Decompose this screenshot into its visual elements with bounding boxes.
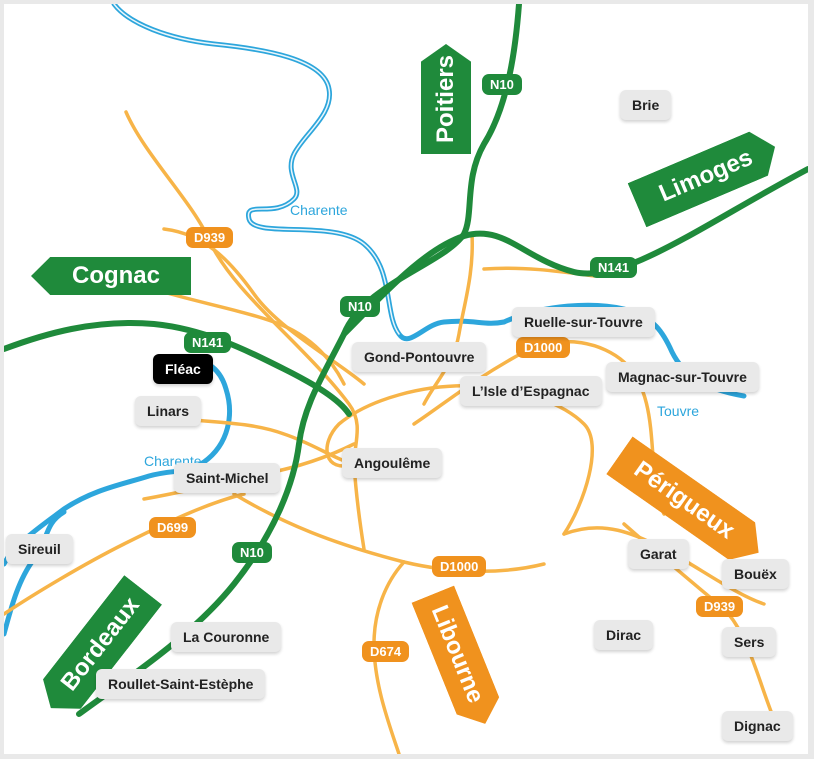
place-bouex[interactable]: Bouëx	[722, 559, 789, 589]
road-badge-n10-north: N10	[482, 74, 522, 95]
place-roullet-saint-estephe[interactable]: Roullet-Saint-Estèphe	[96, 669, 266, 699]
place-isle-espagnac[interactable]: L’Isle d’Espagnac	[460, 376, 602, 406]
road-badge-n10-center: N10	[340, 296, 380, 317]
road-badge-d699: D699	[149, 517, 197, 538]
place-fleac[interactable]: Fléac	[153, 354, 213, 384]
road-badge-d1000-north: D1000	[516, 337, 571, 358]
river-label-charente-north: Charente	[290, 202, 348, 218]
direction-poitiers-label: Poitiers	[432, 54, 459, 144]
place-angouleme[interactable]: Angoulême	[342, 448, 443, 478]
road-badge-n141-east: N141	[590, 257, 638, 278]
place-gond-pontouvre[interactable]: Gond-Pontouvre	[352, 342, 487, 372]
place-magnac-sur-touvre[interactable]: Magnac-sur-Touvre	[606, 362, 759, 392]
road-badge-d939-north: D939	[186, 227, 234, 248]
place-linars[interactable]: Linars	[135, 396, 202, 426]
road-badge-n10-south: N10	[232, 542, 272, 563]
d699-road	[4, 492, 246, 616]
place-dirac[interactable]: Dirac	[594, 620, 654, 650]
place-dignac[interactable]: Dignac	[722, 711, 793, 741]
road-badge-d674: D674	[362, 641, 410, 662]
river-label-touvre: Touvre	[657, 403, 700, 419]
road-badge-d939-south: D939	[696, 596, 744, 617]
road-badge-n141-west: N141	[184, 332, 232, 353]
n141-road-east	[341, 166, 808, 337]
n10-road	[76, 4, 522, 717]
minor-road-gond	[422, 232, 475, 406]
place-garat[interactable]: Garat	[628, 539, 689, 569]
map-frame: Poitiers Limoges Cognac Périgueux Bordea…	[4, 4, 808, 754]
place-sireuil[interactable]: Sireuil	[6, 534, 73, 564]
place-brie[interactable]: Brie	[620, 90, 672, 120]
direction-cognac-label: Cognac	[71, 262, 160, 289]
d939-road-north	[124, 110, 360, 466]
road-badge-d1000-south: D1000	[432, 556, 487, 577]
place-sers[interactable]: Sers	[722, 627, 777, 657]
place-saint-michel[interactable]: Saint-Michel	[174, 463, 281, 493]
place-ruelle-sur-touvre[interactable]: Ruelle-sur-Touvre	[512, 307, 655, 337]
place-la-couronne[interactable]: La Couronne	[171, 622, 282, 652]
